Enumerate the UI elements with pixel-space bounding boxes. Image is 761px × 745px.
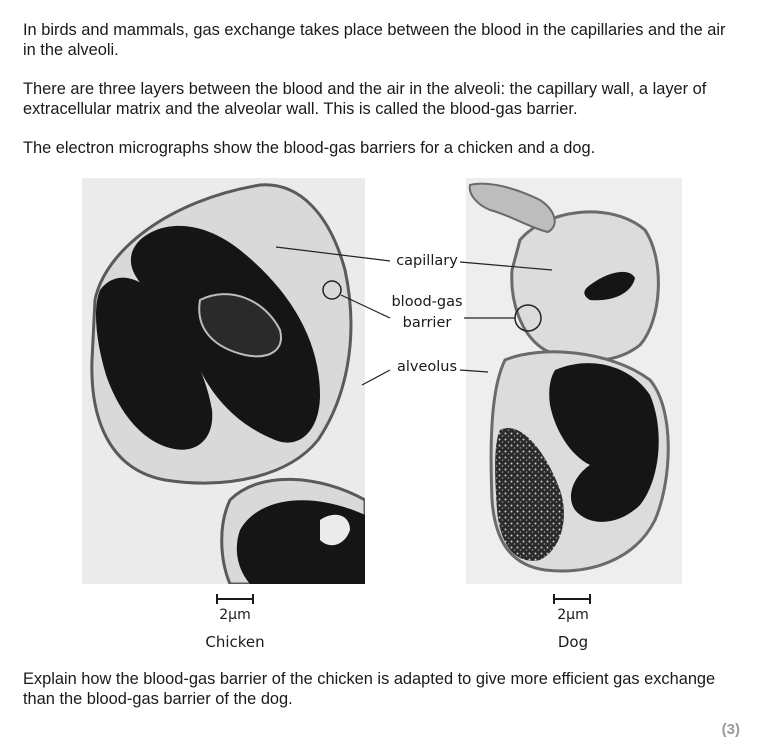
chicken-alveolus-pointer: [361, 369, 391, 386]
chicken-barrier-pointer: [340, 294, 391, 319]
capillary-label: capillary: [396, 253, 458, 269]
chicken-caption: Chicken: [205, 633, 264, 651]
question-text: Explain how the blood-gas barrier of the…: [23, 670, 716, 708]
micrographs-paragraph: The electron micrographs show the blood-…: [23, 139, 596, 157]
dog-micrograph: [466, 178, 682, 584]
blood-gas-label-line2: barrier: [403, 315, 452, 331]
chicken-micrograph: [82, 178, 365, 584]
dog-capillary-pointer: [459, 261, 553, 271]
layers-paragraph: There are three layers between the blood…: [23, 80, 707, 118]
dog-caption: Dog: [558, 633, 588, 651]
chicken-barrier-circle: [322, 280, 342, 300]
dog-scale-label: 2µm: [557, 607, 588, 623]
marks-allocation: (3): [721, 721, 740, 738]
chicken-scale-label: 2µm: [219, 607, 250, 623]
chicken-capillary-pointer: [275, 246, 391, 262]
dog-scale-bar: [553, 594, 591, 604]
chicken-scale-bar: [216, 594, 254, 604]
dog-alveolus-pointer: [459, 369, 489, 373]
intro-paragraph: In birds and mammals, gas exchange takes…: [23, 21, 726, 59]
alveolus-label: alveolus: [397, 359, 457, 375]
blood-gas-label-line1: blood-gas: [391, 294, 462, 310]
